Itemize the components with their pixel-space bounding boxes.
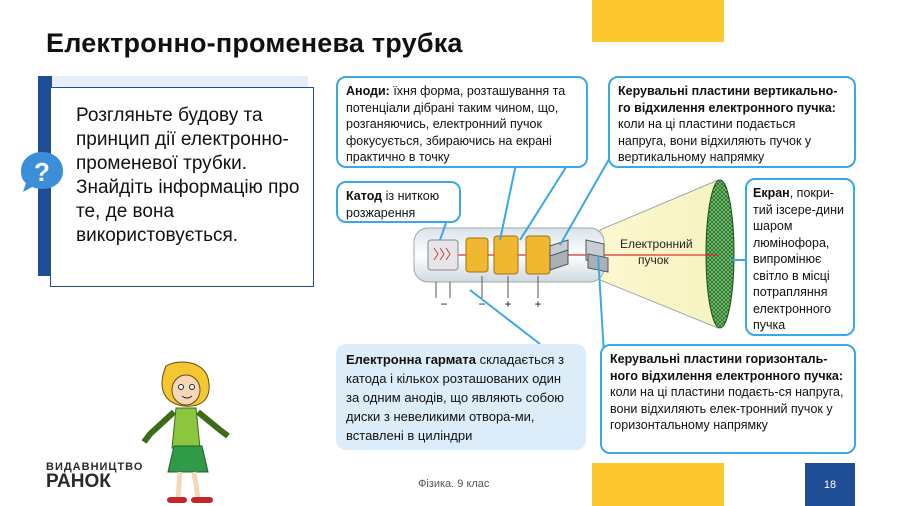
top-accent-bar [592, 0, 724, 42]
vertical-text: коли на ці пластини подається напруга, в… [618, 117, 812, 164]
task-text: Розгляньте будову та принцип дії електро… [76, 105, 300, 246]
cathode-term: Катод [346, 189, 383, 203]
anodes [465, 235, 551, 275]
callout-screen: Екран, покри-тий ізсере-дини шаром люмін… [745, 178, 855, 336]
beam-label-1: Електронний [620, 237, 693, 251]
anodes-text: їхня форма, розташування та потенціали д… [346, 84, 566, 164]
callout-anodes: Аноди: їхня форма, розташування та потен… [336, 76, 588, 168]
gun-text: складається з катода і кількох розташова… [346, 352, 565, 443]
horizontal-text: коли на ці пластини подаєть-ся напруга, … [610, 385, 844, 432]
page-title: Електронно-променева трубка [46, 28, 463, 58]
page-number: 18 [805, 463, 855, 506]
terminal-label-3: + [504, 297, 511, 311]
vertical-plates [549, 239, 569, 271]
terminal-label-1: − [440, 297, 447, 311]
callout-horizontal-plates: Керувальні пластини горизонталь-ного від… [600, 344, 856, 454]
cathode [427, 239, 459, 271]
callout-cathode: Катод із ниткою розжарення [336, 181, 461, 223]
terminal-label-4: + [534, 297, 541, 311]
crt-screen [705, 179, 735, 329]
horizontal-term: Керувальні пластини горизонталь-ного від… [610, 352, 844, 383]
screen-term: Екран [753, 186, 790, 200]
cathode-text: із ниткою розжарення [346, 189, 440, 220]
screen-text: , покри-тий ізсере-дини шаром люмінофора… [753, 186, 844, 332]
task-card [50, 87, 314, 287]
gun-term: Електронна гармата [346, 352, 476, 367]
question-bubble-icon: ? [21, 152, 63, 192]
beam-label-2: пучок [638, 253, 669, 267]
publisher-bottom: РАНОК [46, 471, 111, 492]
svg-text:?: ? [34, 157, 50, 187]
anodes-term: Аноди: [346, 84, 390, 98]
callout-electron-gun: Електронна гармата складається з катода … [336, 344, 586, 450]
callout-vertical-plates: Керувальні пластини вертикально-го відхи… [608, 76, 856, 168]
publisher-logo: ВИДАВНИЦТВО РАНОК [46, 461, 143, 491]
subject-label: Фізика. 9 клас [418, 478, 490, 490]
vertical-term: Керувальні пластини вертикально-го відхи… [618, 84, 838, 115]
girl-illustration [141, 361, 230, 503]
terminal-label-2: − [478, 297, 485, 311]
publisher-top: ВИДАВНИЦТВО [46, 461, 144, 473]
bottom-accent-bar [592, 463, 724, 506]
